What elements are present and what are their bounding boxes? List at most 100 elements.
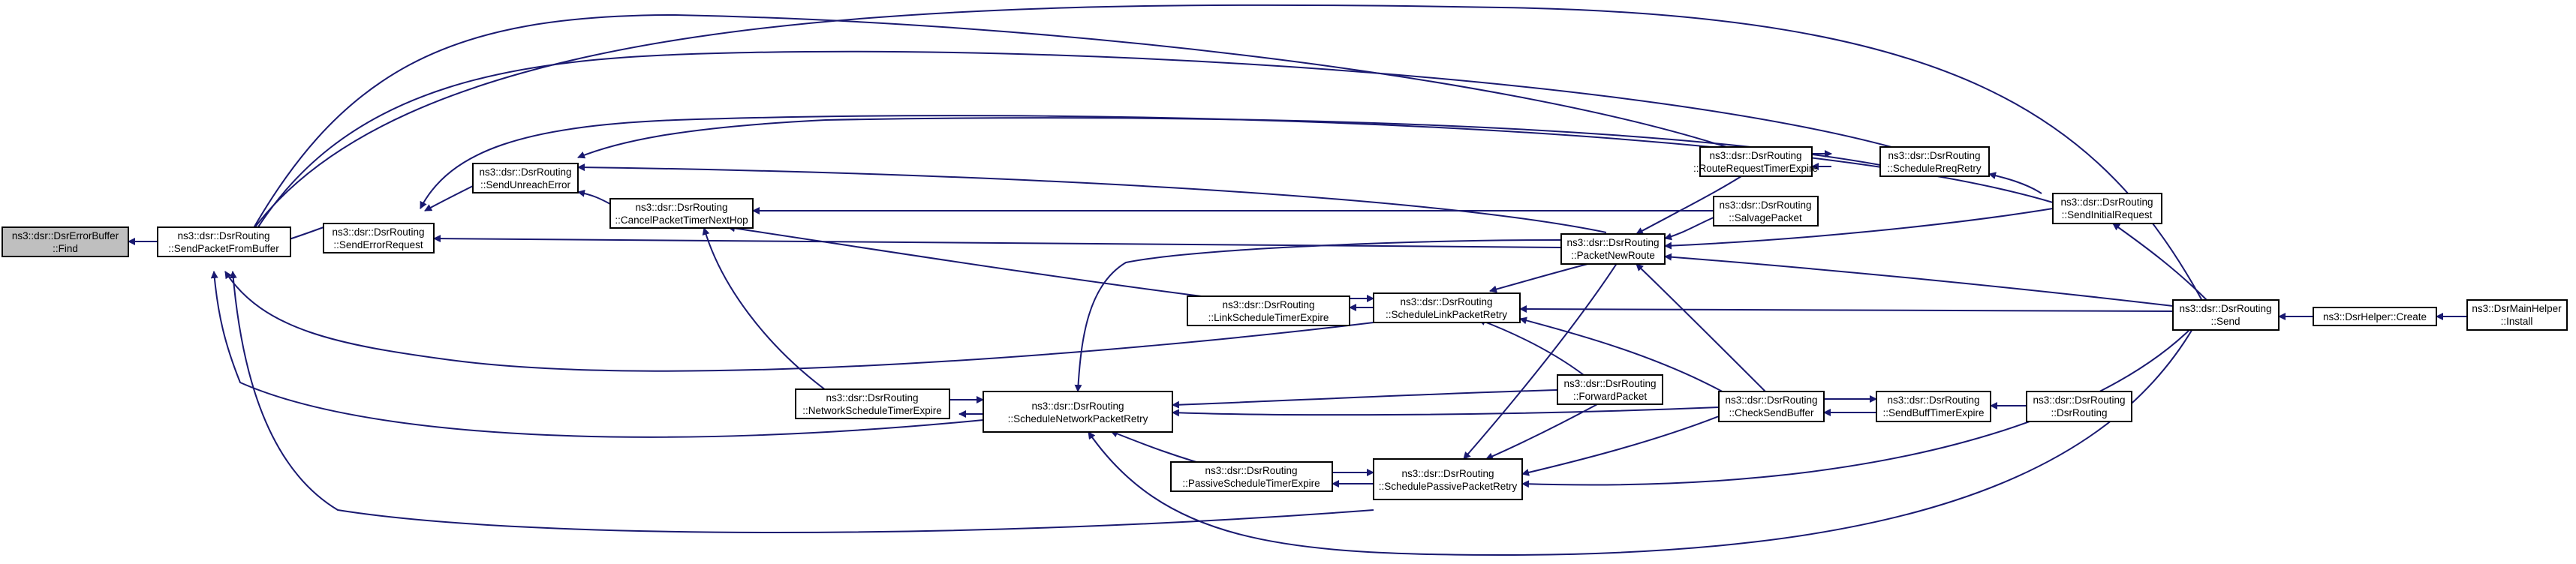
node-line1: ns3::dsr::DsrRouting [1709, 150, 1801, 161]
node-line2: ::NetworkScheduleTimerExpire [802, 405, 942, 416]
node-schedulelinkpacketretry[interactable]: ns3::dsr::DsrRouting ::ScheduleLinkPacke… [1373, 292, 1521, 323]
node-line1: ns3::DsrHelper::Create [2323, 311, 2427, 322]
node-line1: ns3::dsr::DsrRouting [826, 392, 918, 404]
edge-sendinitialrequest-senderrorrequest [420, 115, 2054, 209]
edge-schedulerreqretry-sendunreacherror [577, 117, 1881, 166]
node-sendunreacherror[interactable]: ns3::dsr::DsrRouting ::SendUnreachError [472, 163, 579, 194]
edge-networkscheduletimerexpire-cancelpackettimernexthop [702, 227, 826, 391]
edge-schedulerreqretry-sendpacketfrombuffer [241, 50, 1892, 256]
node-line2: ::Send [2210, 316, 2240, 327]
node-layer: ns3::dsr::DsrErrorBuffer ::Find ns3::dsr… [2, 146, 2568, 500]
edge-packetnewroute-sendunreacherror [577, 164, 1607, 233]
node-line2: ::SendErrorRequest [333, 239, 423, 250]
node-schedulenetworkpacketretry[interactable]: ns3::dsr::DsrRouting ::ScheduleNetworkPa… [983, 391, 1173, 433]
edge-send-schedulelinkpacketretry [1519, 305, 2174, 314]
node-schedulepassivepacketretry[interactable]: ns3::dsr::DsrRouting ::SchedulePassivePa… [1373, 458, 1523, 500]
node-line2: ::SchedulePassivePacketRetry [1379, 481, 1518, 492]
node-cancelpackettimernexthop[interactable]: ns3::dsr::DsrRouting ::CancelPacketTimer… [609, 198, 754, 229]
node-line1: ns3::dsr::DsrRouting [1566, 237, 1659, 248]
node-line1: ns3::dsr::DsrRouting [1401, 468, 1494, 479]
node-line2: ::ScheduleLinkPacketRetry [1386, 309, 1507, 320]
node-line1: ns3::dsr::DsrRouting [1888, 150, 1980, 161]
edge-linkscheduletimerexpire-cancelpackettimernexthop [727, 224, 1232, 301]
node-line2: ::ScheduleNetworkPacketRetry [1008, 413, 1148, 424]
node-line1: ns3::dsr::DsrErrorBuffer [12, 230, 119, 242]
edge-salvagepacket-packetnewroute [1664, 217, 1714, 241]
node-line2: ::SendUnreachError [480, 179, 571, 190]
node-line1: ns3::dsr::DsrRouting [1719, 200, 1811, 211]
node-line1: ns3::dsr::DsrRouting [2060, 196, 2153, 208]
node-line2: ::SendInitialRequest [2062, 209, 2153, 220]
node-line1: ns3::dsr::DsrRouting [1887, 394, 1979, 406]
edge-sendinitialrequest-schedulerreqretry [1988, 172, 2042, 194]
node-sendinitialrequest[interactable]: ns3::dsr::DsrRouting ::SendInitialReques… [2052, 193, 2162, 224]
node-line1: ns3::DsrMainHelper [2472, 303, 2562, 314]
node-line2: ::CancelPacketTimerNextHop [615, 214, 748, 226]
node-line1: ns3::dsr::DsrRouting [1031, 400, 1124, 412]
node-salvagepacket[interactable]: ns3::dsr::DsrRouting ::SalvagePacket [1713, 196, 1819, 226]
node-send[interactable]: ns3::dsr::DsrRouting ::Send [2172, 299, 2280, 331]
node-sendbufftimerexpire[interactable]: ns3::dsr::DsrRouting ::SendBuffTimerExpi… [1876, 391, 1991, 422]
node-forwardpacket[interactable]: ns3::dsr::DsrRouting ::ForwardPacket [1557, 374, 1663, 405]
node-line2: ::PacketNewRoute [1571, 250, 1655, 261]
edge-schedulenetworkpacketretry-sendpacketfrombuffer [210, 271, 984, 438]
edge-send-schedulepassivepacketretry [1521, 323, 2196, 488]
node-line2: ::ForwardPacket [1573, 391, 1648, 402]
node-checksendbuffer[interactable]: ns3::dsr::DsrRouting ::CheckSendBuffer [1718, 391, 1825, 422]
node-line2: ::SendPacketFromBuffer [168, 243, 279, 254]
node-passivescheduletimerexpire[interactable]: ns3::dsr::DsrRouting ::PassiveScheduleTi… [1170, 461, 1333, 492]
edge-schedulelinkpacketretry-sendpacketfrombuffer [224, 271, 1374, 372]
edge-packetnewroute-senderrorrequest [433, 235, 1562, 248]
node-line2: ::CheckSendBuffer [1729, 407, 1814, 418]
node-line2: ::ScheduleRreqRetry [1887, 163, 1982, 174]
node-line2: ::Install [2501, 316, 2533, 327]
node-line1: ns3::dsr::DsrRouting [1725, 394, 1817, 406]
edge-forwardpacket-schedulepassivepacketretry [1485, 403, 1599, 460]
edge-schedulepassivepacketretry-sendpacketfrombuffer [229, 271, 1374, 533]
edge-layer [128, 4, 2467, 556]
node-line2: ::Find [53, 243, 78, 254]
node-line2: ::LinkScheduleTimerExpire [1208, 312, 1329, 323]
node-line2: ::SendBuffTimerExpire [1882, 407, 1984, 418]
node-line2: ::DsrRouting [2051, 407, 2107, 418]
node-senderrorrequest[interactable]: ns3::dsr::DsrRouting ::SendErrorRequest [323, 223, 435, 254]
edge-sendinitialrequest-packetnewroute [1664, 208, 2054, 250]
node-line1: ns3::dsr::DsrRouting [1222, 299, 1314, 310]
edge-routerequesttimerexpire-sendpacketfrombuffer [238, 14, 1727, 256]
node-dsrerrorbuffer-find[interactable]: ns3::dsr::DsrErrorBuffer ::Find [2, 226, 129, 257]
node-dsrmainhelper-install[interactable]: ns3::DsrMainHelper ::Install [2466, 299, 2568, 331]
edge-sendunreacherror-senderrorrequest [424, 185, 474, 212]
node-line2: ::RouteRequestTimerExpire [1693, 163, 1818, 174]
edge-checksendbuffer-schedulepassivepacketretry [1521, 416, 1720, 476]
edge-send-sendinitialrequest [2112, 223, 2207, 301]
node-line1: ns3::dsr::DsrRouting [1563, 378, 1656, 389]
node-line1: ns3::dsr::DsrRouting [2179, 303, 2271, 314]
node-line1: ns3::dsr::DsrRouting [177, 230, 269, 242]
node-line1: ns3::dsr::DsrRouting [332, 226, 424, 238]
node-routerequesttimerexpire[interactable]: ns3::dsr::DsrRouting ::RouteRequestTimer… [1693, 146, 1818, 177]
edge-checksendbuffer-packetnewroute [1636, 263, 1768, 394]
edge-send-schedulenetworkpacketretry [1088, 323, 2196, 556]
edge-checksendbuffer-schedulelinkpacketretry [1519, 316, 1727, 394]
edge-cancelpackettimernexthop-sendunreacherror [577, 189, 611, 205]
node-line1: ns3::dsr::DsrRouting [1205, 465, 1297, 476]
node-schedulerreqretry[interactable]: ns3::dsr::DsrRouting ::ScheduleRreqRetry [1879, 146, 1990, 177]
edge-send-sendpacketfrombuffer [236, 4, 2207, 310]
node-line1: ns3::dsr::DsrRouting [479, 166, 571, 178]
node-line1: ns3::dsr::DsrRouting [635, 202, 727, 213]
node-networkscheduletimerexpire[interactable]: ns3::dsr::DsrRouting ::NetworkScheduleTi… [795, 388, 950, 419]
edge-forwardpacket-schedulenetworkpacketretry [1172, 389, 1558, 409]
node-sendpacketfrombuffer[interactable]: ns3::dsr::DsrRouting ::SendPacketFromBuf… [157, 226, 291, 257]
edge-checksendbuffer-schedulenetworkpacketretry [1172, 406, 1720, 417]
edge-send-packetnewroute [1664, 253, 2174, 307]
edge-forwardpacket-schedulelinkpacketretry [1478, 318, 1584, 376]
edge-routerequesttimerexpire-packetnewroute [1636, 176, 1742, 235]
node-dsrhelper-create[interactable]: ns3::DsrHelper::Create [2313, 307, 2437, 326]
node-line2: ::PassiveScheduleTimerExpire [1182, 478, 1320, 489]
edge-packetnewroute-schedulenetworkpacketretry [1074, 239, 1562, 392]
node-packetnewroute[interactable]: ns3::dsr::DsrRouting ::PacketNewRoute [1560, 233, 1666, 265]
node-linkscheduletimerexpire[interactable]: ns3::dsr::DsrRouting ::LinkScheduleTimer… [1187, 296, 1350, 326]
edge-packetnewroute-schedulepassivepacketretry [1463, 256, 1622, 460]
node-line1: ns3::dsr::DsrRouting [2033, 394, 2125, 406]
node-dsrrouting-constructor[interactable]: ns3::dsr::DsrRouting ::DsrRouting [2026, 391, 2132, 422]
